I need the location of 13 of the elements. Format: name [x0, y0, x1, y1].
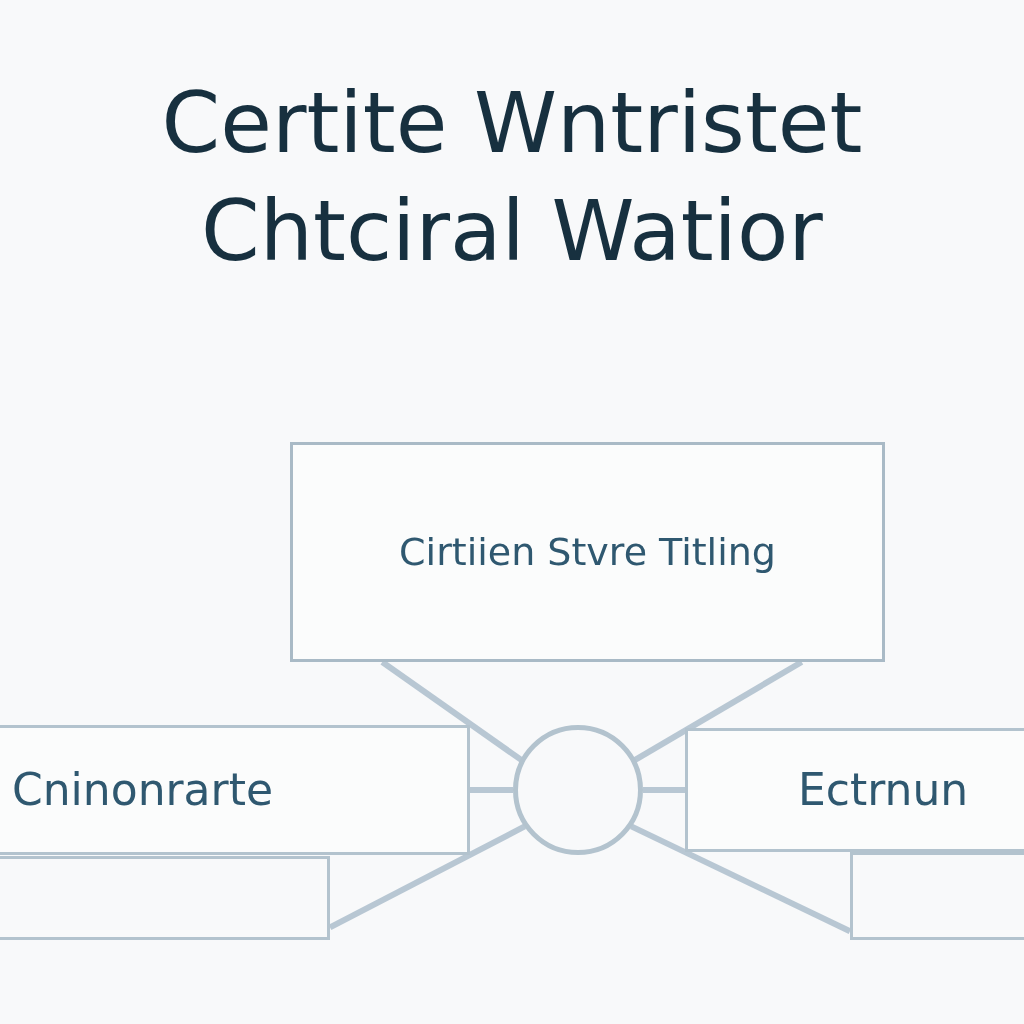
node-box — [0, 725, 470, 855]
node-box — [685, 728, 1024, 852]
empty-box — [850, 852, 1024, 940]
node-box — [290, 442, 885, 662]
connector-line — [328, 823, 527, 931]
connector-line — [470, 787, 513, 793]
node-label: Cninonrarte — [12, 763, 273, 817]
node-label: Ectrnun — [798, 763, 969, 817]
connector-line — [643, 787, 685, 793]
title: Certite Wntristet Chtciral Watior — [160, 73, 864, 282]
connector-line — [630, 823, 852, 934]
node-label: Cirtiien Stvre Titling — [399, 528, 776, 576]
empty-box — [0, 856, 330, 940]
